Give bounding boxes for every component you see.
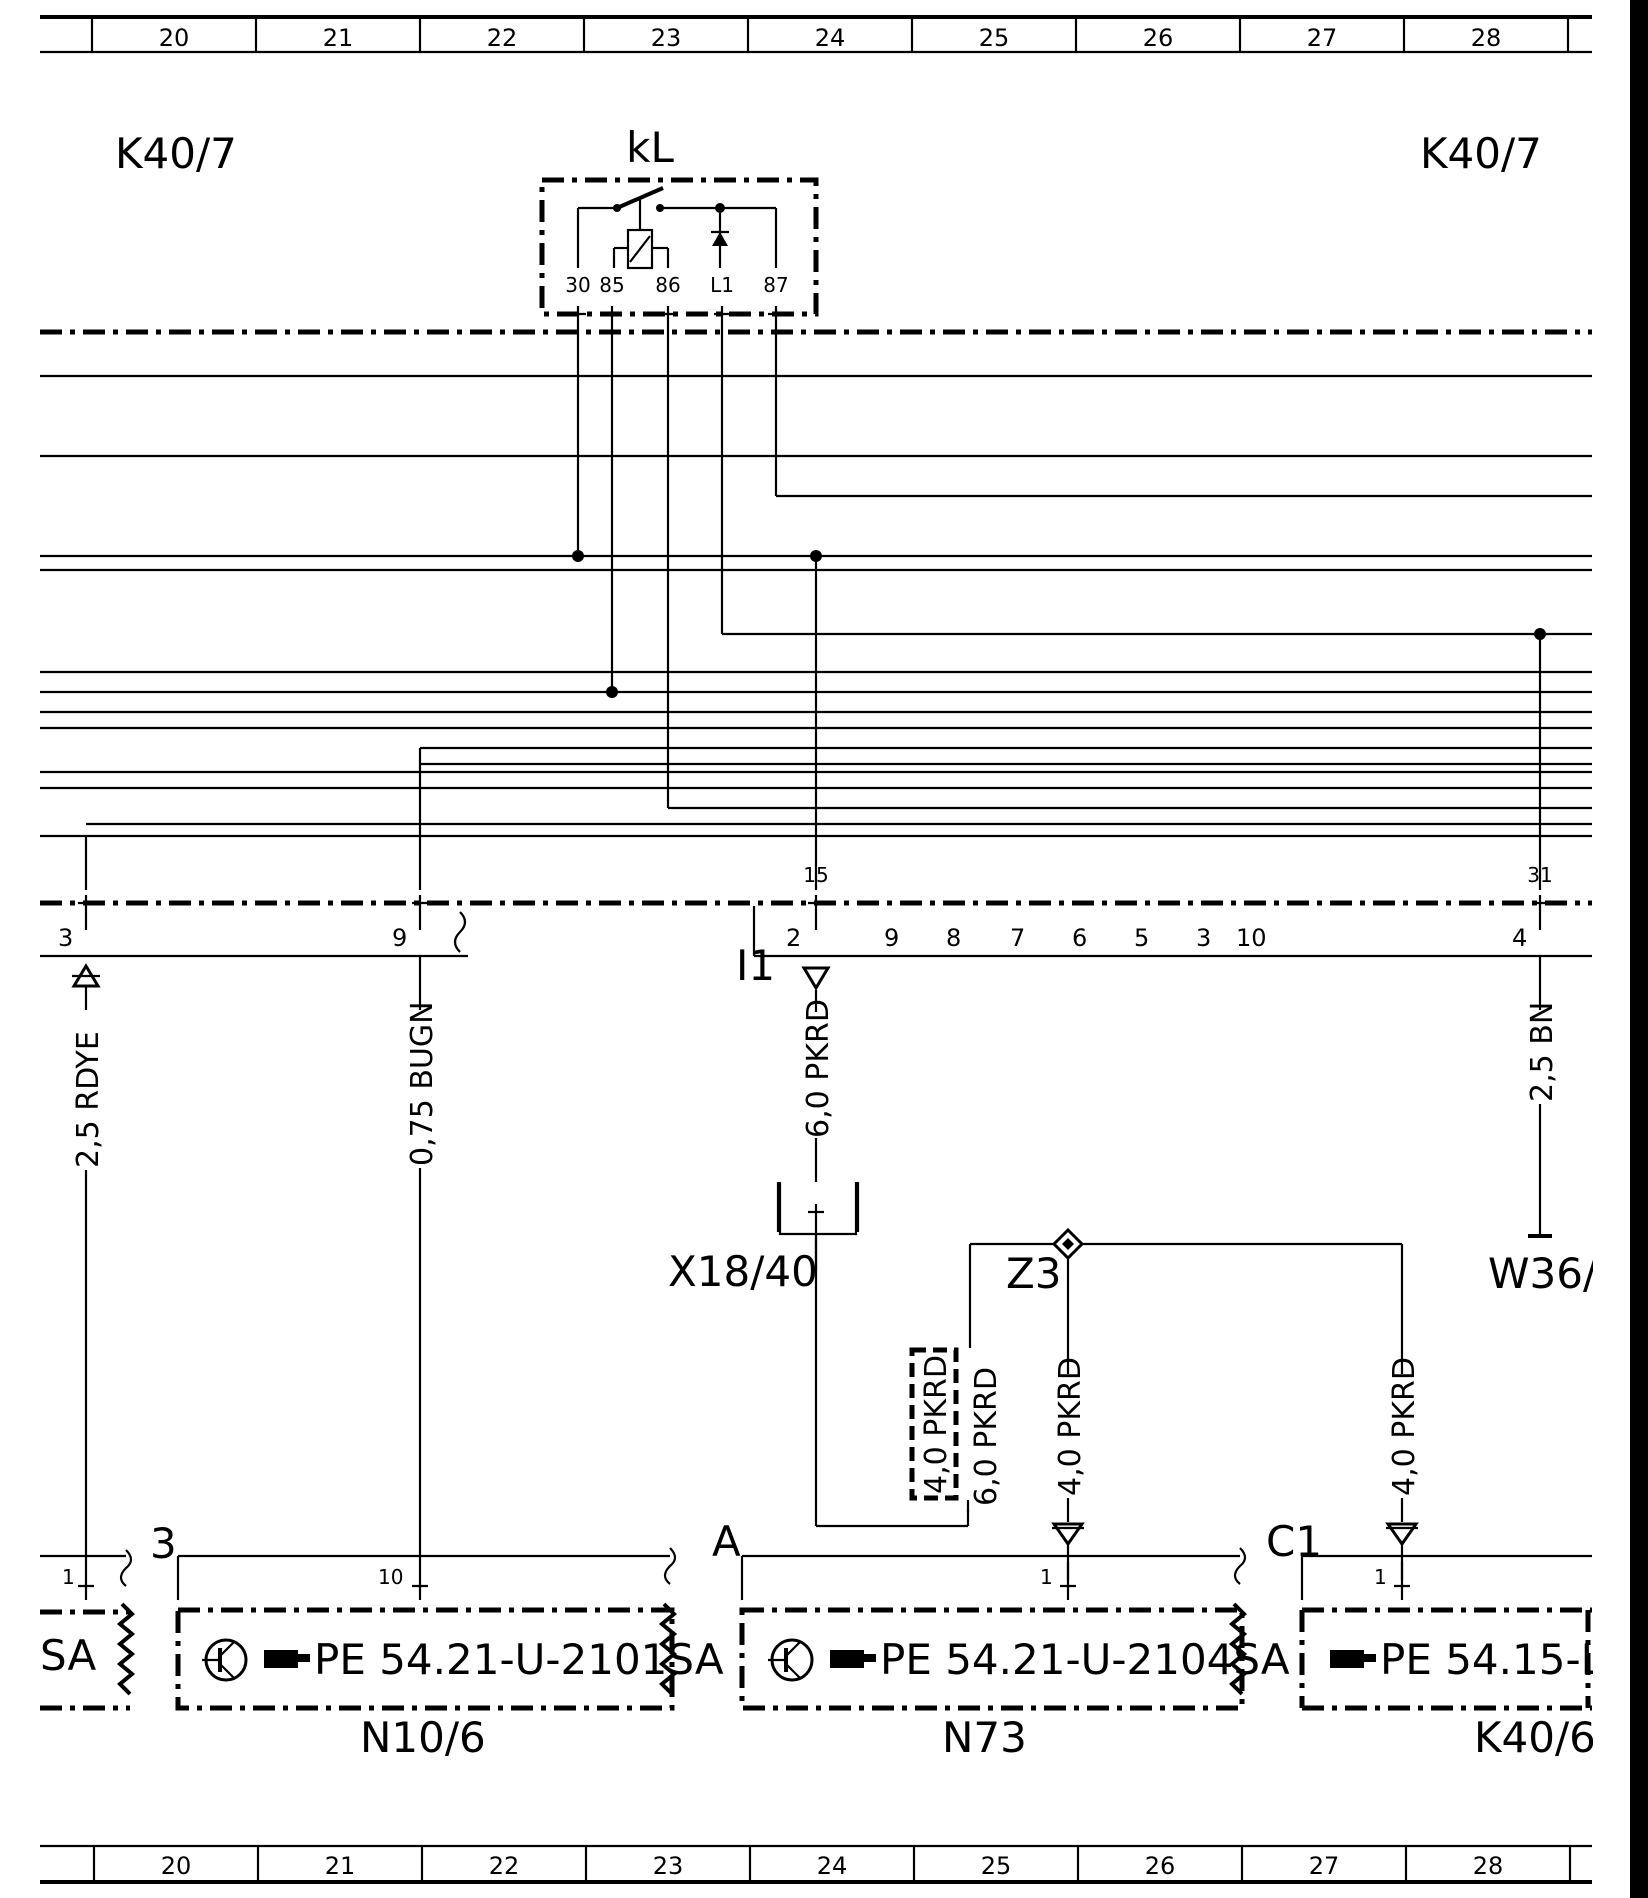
bus-lines <box>40 322 1592 890</box>
connector-row: 3 9 15 2 31 4 9 8 7 6 5 3 10 I1 <box>40 863 1592 991</box>
k40-6-reference-hand-icon <box>1330 1650 1376 1668</box>
relay-pin-l1: L1 <box>710 273 734 297</box>
connector-x18-40: X18/40 <box>668 1247 818 1296</box>
component-n73: A 1 PE 54.21-U-2104SA N73 <box>712 1517 1290 1762</box>
relay-kl: kL 30 85 86 L1 87 <box>539 123 819 322</box>
grid-col-24-bottom: 24 <box>817 1852 848 1880</box>
pin-row-5: 5 <box>1134 924 1149 952</box>
grid-col-20-bottom: 20 <box>161 1852 192 1880</box>
grid-col-24: 24 <box>815 24 846 52</box>
wire-label-bugn: 0,75 BUGN <box>405 1001 440 1166</box>
grid-col-25: 25 <box>979 24 1010 52</box>
component-left-pin: 1 <box>62 1565 75 1589</box>
wire-label-pkrd-alt: 6,0 PKRD <box>969 1367 1004 1506</box>
grid-col-23-bottom: 23 <box>653 1852 684 1880</box>
pin-4: 4 <box>1512 924 1527 952</box>
relay-pin-87: 87 <box>763 273 788 297</box>
splice-z3-label: Z3 <box>1006 1249 1062 1298</box>
k40-6-name: K40/6 <box>1474 1713 1596 1762</box>
grid-col-28-bottom: 28 <box>1473 1852 1504 1880</box>
relay-pin-30: 30 <box>565 273 590 297</box>
pin-row-6: 6 <box>1072 924 1087 952</box>
page-border-right <box>1630 0 1648 1898</box>
n73-transistor-icon <box>768 1638 814 1682</box>
component-k40-6: C1 1 PE 54.15-L K40/6 <box>1266 1517 1605 1762</box>
wire-label-pkrd-main: 6,0 PKRD <box>801 999 836 1138</box>
pin-row-8: 8 <box>946 924 961 952</box>
k40-6-pin: 1 <box>1374 1565 1387 1589</box>
grid-col-22: 22 <box>487 24 518 52</box>
component-left-text: SA <box>40 1631 96 1680</box>
k40-6-reference: PE 54.15-L <box>1380 1635 1605 1684</box>
relay-pin-85: 85 <box>599 273 624 297</box>
wire-pkrd-n73: 4,0 PKRD <box>1051 1357 1088 1580</box>
pin-row-7: 7 <box>1010 924 1025 952</box>
n10-pin: 10 <box>378 1565 403 1589</box>
grid-col-28: 28 <box>1471 24 1502 52</box>
grid-col-23: 23 <box>651 24 682 52</box>
module-label-k40-7-left: K40/7 <box>115 129 237 178</box>
grid-col-26: 26 <box>1143 24 1174 52</box>
pin-31: 31 <box>1527 863 1552 887</box>
n10-corner: 3 <box>150 1519 177 1568</box>
grid-ruler-bottom: 20 21 22 23 24 25 26 27 28 <box>40 1844 1592 1884</box>
grid-col-25-bottom: 25 <box>981 1852 1012 1880</box>
splice-z3: Z3 <box>968 1227 1404 1374</box>
wire-label-bn: 2,5 BN <box>1525 1002 1560 1102</box>
pin-3: 3 <box>58 924 73 952</box>
n73-reference: PE 54.21-U-2104SA <box>880 1635 1290 1684</box>
n10-transistor-icon <box>202 1638 248 1682</box>
wire-pkrd-main: 6,0 PKRD X18/40 <box>668 990 970 1528</box>
n73-corner: A <box>712 1517 741 1566</box>
wire-bugn: 0,75 BUGN <box>405 956 440 1562</box>
n73-name: N73 <box>942 1713 1027 1762</box>
k40-6-corner: C1 <box>1266 1517 1322 1566</box>
relay-pin-86: 86 <box>655 273 680 297</box>
n73-reference-hand-icon <box>830 1650 876 1668</box>
wire-rdye: 2,5 RDYE <box>71 986 106 1562</box>
wire-pkrd-alt: 4,0 PKRD 6,0 PKRD <box>909 1347 1004 1512</box>
pin-row-3: 3 <box>1196 924 1211 952</box>
grid-col-21-bottom: 21 <box>325 1852 356 1880</box>
grid-col-22-bottom: 22 <box>489 1852 520 1880</box>
wire-label-pkrd-k40: 4,0 PKRD <box>1387 1357 1422 1496</box>
grid-col-21: 21 <box>323 24 354 52</box>
wire-label-rdye: 2,5 RDYE <box>71 1031 106 1168</box>
n73-pin: 1 <box>1040 1565 1053 1589</box>
sheet-margin-right <box>1593 52 1630 1846</box>
component-n10-6: 3 10 PE 54.21-U-2101SA N10/6 <box>150 1519 724 1762</box>
pin-15: 15 <box>803 863 828 887</box>
n10-reference: PE 54.21-U-2101SA <box>314 1635 724 1684</box>
connector-i1-label: I1 <box>736 941 775 990</box>
module-label-k40-7-right: K40/7 <box>1420 129 1542 178</box>
pin-9: 9 <box>392 924 407 952</box>
grid-col-20: 20 <box>159 24 190 52</box>
wire-label-pkrd-n73: 4,0 PKRD <box>1053 1357 1088 1496</box>
relay-name: kL <box>626 123 674 172</box>
pin-row-10: 10 <box>1236 924 1267 952</box>
grid-col-26-bottom: 26 <box>1145 1852 1176 1880</box>
component-left-partial: 1 SA <box>40 1549 136 1711</box>
pin-row-9: 9 <box>884 924 899 952</box>
pin-2: 2 <box>786 924 801 952</box>
wire-pkrd-k40: 4,0 PKRD <box>1385 1357 1422 1580</box>
n10-reference-hand-icon <box>264 1650 310 1668</box>
wire-label-pkrd-boxed: 4,0 PKRD <box>919 1355 954 1494</box>
n10-name: N10/6 <box>360 1713 486 1762</box>
grid-col-27: 27 <box>1307 24 1338 52</box>
grid-ruler-top: 20 21 22 23 24 25 26 27 28 <box>40 15 1592 54</box>
grid-col-27-bottom: 27 <box>1309 1852 1340 1880</box>
